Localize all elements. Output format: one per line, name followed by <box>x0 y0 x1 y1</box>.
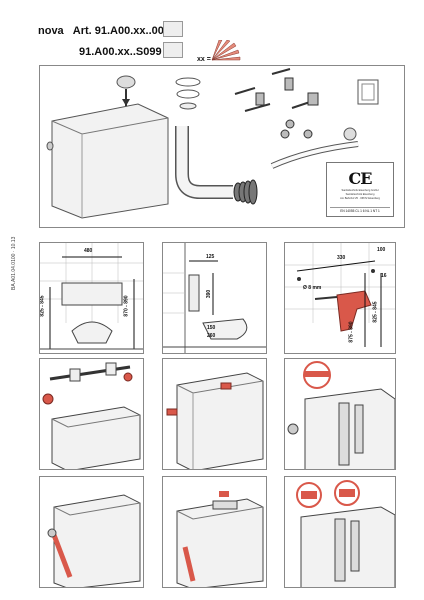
dim-825-845-b: 825 - 845 <box>372 301 379 323</box>
document-code: BA.A01.04.0100 · 10.13 <box>11 236 17 290</box>
dim-390: 390 <box>206 289 213 299</box>
parts-overview-panel: CE Sanitärtechnik Eisenberg GmbH Sanitär… <box>39 65 405 228</box>
dim-150: 150 <box>207 325 216 331</box>
dim-125: 125 <box>206 254 215 260</box>
ce-standard: EN 14055 CL 1 6 NL 1 NT 1 <box>330 207 390 213</box>
flush-icon-1 <box>163 21 183 37</box>
panel-step-4 <box>39 476 144 588</box>
article-number-2: 91.A00.xx..S099 <box>79 46 162 58</box>
dim-16: 16 <box>381 273 387 279</box>
panel-dimensions-side: 125 390 150 260 <box>162 242 267 354</box>
dim-330: 330 <box>337 255 346 261</box>
dim-480: 480 <box>84 248 93 254</box>
color-code-label: xx = <box>197 56 211 63</box>
panel-step-6 <box>284 476 396 588</box>
article-number-1: Art. 91.A00.xx..0099 <box>72 25 177 37</box>
panel-drilling: 330 100 16 Ø 8 mm 875 - 890 825 - 845 <box>284 242 396 354</box>
flush-icon-2 <box>163 42 183 58</box>
ce-manufacturer: Sanitärtechnik Eisenberg GmbH <box>341 189 379 192</box>
ce-address: Am Bahnhof 25 · 06672 Eisenberg <box>340 197 380 200</box>
dim-drill-8mm: Ø 8 mm <box>303 285 322 291</box>
panel-step-2 <box>162 358 267 470</box>
brand-name: nova <box>38 25 64 37</box>
ce-mark: CE <box>348 169 373 188</box>
panel-step-1 <box>39 358 144 470</box>
ce-label: CE Sanitärtechnik Eisenberg GmbH Sanitär… <box>326 162 394 217</box>
dim-825-845: 825 - 845 <box>39 295 46 317</box>
ce-manufacturer-2: Sanitärtechnik Eisenberg <box>345 193 375 196</box>
panel-dimensions-height: 480 825 - 845 870 - 890 <box>39 242 144 354</box>
panel-step-5 <box>162 476 267 588</box>
dim-875-890: 875 - 890 <box>348 321 355 343</box>
panel-step-3 <box>284 358 396 470</box>
dim-100: 100 <box>377 247 386 253</box>
parts-drawing <box>46 68 379 219</box>
color-fan-icon <box>211 40 241 61</box>
dim-870-890: 870 - 890 <box>123 295 130 317</box>
article-title: nova Art. 91.A00.xx..0099 <box>38 25 176 37</box>
dim-260: 260 <box>207 333 216 339</box>
